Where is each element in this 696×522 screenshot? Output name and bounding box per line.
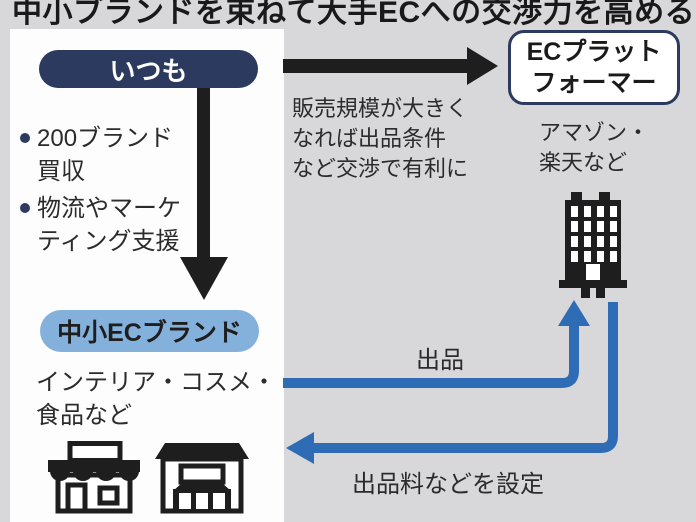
brand-label: 中小ECブランド: [57, 319, 242, 347]
company-label: いつも: [109, 55, 188, 86]
bullet-dot-icon: [20, 203, 30, 213]
fee-arrow-icon: [286, 302, 618, 464]
platform-label: ECプラット フォーマー: [526, 37, 662, 97]
listing-label: 出品: [416, 347, 464, 374]
down-arrow-shaft: [197, 88, 210, 257]
brand-note: インテリア・コスメ・ 食品など: [36, 369, 276, 429]
right-arrow-icon: [467, 47, 498, 85]
platform-box-ec: ECプラット フォーマー: [508, 30, 680, 105]
fee-label: 出品料などを設定: [352, 471, 544, 498]
negotiation-note: 販売規模が大きく なれば出品条件 など交渉で有利に: [292, 96, 469, 181]
company-bullet-list: 200ブランド 買収 物流やマーケ ティング支援: [20, 122, 265, 262]
bullet-item-acquisition: 200ブランド 買収: [20, 122, 265, 188]
bullet-dot-icon: [20, 133, 30, 143]
storefront-sign-icon: [155, 443, 249, 514]
right-arrow-shaft: [283, 59, 467, 73]
company-box-itsumo: いつも: [39, 50, 258, 88]
down-arrow-icon: [180, 257, 228, 300]
brand-box-sme-ec: 中小ECブランド: [40, 310, 259, 352]
platform-note: アマゾン・ 楽天など: [539, 120, 650, 175]
page-title: 中小ブランドを束ねて大手ECへの交渉力を高める: [12, 0, 696, 29]
bullet-text: 200ブランド 買収: [37, 125, 174, 185]
bullet-item-logistics: 物流やマーケ ティング支援: [20, 192, 265, 258]
bullet-text: 物流やマーケ ティング支援: [37, 195, 181, 255]
storefront-awning-icon: [48, 441, 140, 514]
office-building-icon: [559, 192, 627, 298]
left-white-panel: [10, 29, 284, 522]
